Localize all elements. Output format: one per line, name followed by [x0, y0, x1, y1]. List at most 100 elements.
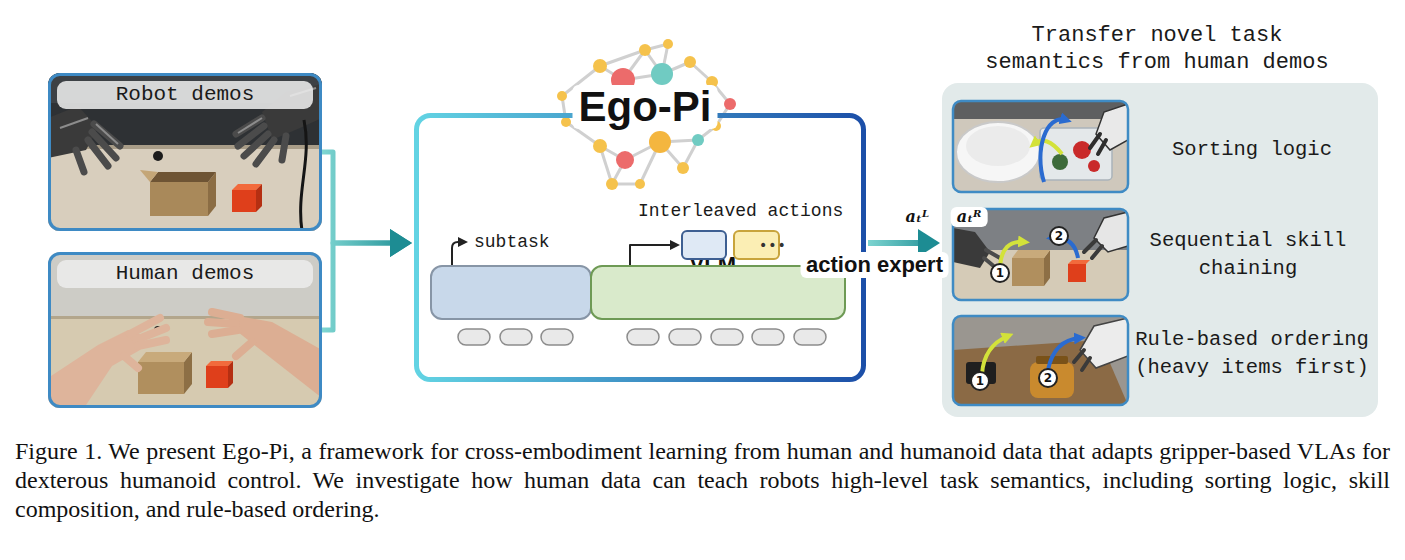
logo-network — [557, 39, 736, 190]
human-demo-photo — [228, 316, 322, 398]
logo-network — [562, 44, 730, 184]
sorting-photo — [1098, 140, 1106, 154]
arrow-label: subtask — [474, 231, 550, 253]
robot-demo-photo — [301, 120, 307, 231]
robot-demo-photo — [48, 73, 322, 231]
ordering-photo — [1048, 338, 1080, 370]
chaining-photo — [1068, 260, 1090, 264]
model-block: VLM — [430, 265, 592, 320]
ordering-photo — [1082, 358, 1090, 370]
chaining-photo — [953, 228, 990, 268]
human-demo-photo — [48, 252, 322, 408]
subtask-arrow — [452, 242, 462, 265]
model-block: action expert — [590, 265, 846, 320]
token-slots — [458, 329, 826, 345]
logo-network — [692, 134, 704, 146]
logo-network — [593, 59, 607, 73]
callout-number: 2 — [1049, 226, 1069, 246]
robot-demo-photo — [256, 184, 262, 212]
token-slots — [711, 329, 743, 345]
human-demo-photo — [124, 356, 138, 368]
chaining-photo — [1094, 212, 1128, 252]
flow-arrow — [322, 243, 398, 330]
task-label: Rule-based ordering (heavy items first) — [1127, 326, 1377, 382]
ordering-photo — [1030, 362, 1074, 398]
figure-caption: Figure 1. We present Ego-Pi, a framework… — [15, 437, 1390, 524]
human-demo-photo — [124, 318, 166, 368]
sorting-photo — [1096, 104, 1128, 150]
robot-demo-photo — [232, 190, 256, 212]
human-demo-photo — [236, 342, 252, 356]
panel-heading: Transfer novel task semantics from human… — [977, 22, 1337, 76]
logo-network — [616, 151, 634, 169]
photo-border — [953, 316, 1128, 405]
logo-network — [684, 56, 696, 68]
ordering-photo — [953, 316, 1128, 405]
chaining-photo — [1012, 258, 1044, 286]
sorting-photo — [1040, 119, 1066, 182]
robot-demo-photo — [140, 170, 158, 182]
callout-number: 1 — [970, 371, 990, 391]
action-token: aₜᴸ — [681, 230, 727, 260]
flow-arrow — [322, 152, 398, 243]
human-demo-photo — [208, 312, 252, 356]
logo-network — [677, 162, 689, 174]
chaining-photo — [1084, 240, 1102, 258]
human-demo-photo — [138, 352, 192, 362]
sorting-photo — [966, 126, 1030, 166]
sorting-photo — [1090, 134, 1100, 148]
sorting-photo — [1034, 141, 1062, 154]
ordering-photo — [1074, 350, 1084, 362]
ordering-photo — [982, 336, 1008, 374]
task-label: Rule-based ordering (heavy items first) — [1127, 326, 1377, 382]
human-demo-photo — [48, 252, 322, 408]
task-label: Sequential skill chaining — [1128, 227, 1368, 283]
ellipsis-mark: ••• — [759, 234, 787, 256]
photo-caption: Human demos — [57, 260, 313, 288]
robot-demo-photo — [153, 151, 163, 161]
ordering-photo — [953, 316, 1128, 405]
chaining-photo — [1092, 246, 1102, 258]
robot-demo-photo — [60, 118, 88, 128]
logo-network — [639, 44, 651, 56]
chaining-photo — [1012, 250, 1050, 258]
logo-network — [651, 63, 673, 85]
token-slots — [752, 329, 784, 345]
robot-demo-photo — [96, 124, 118, 144]
logo-network — [606, 178, 618, 190]
robot-demo-photo — [88, 140, 108, 166]
output-arrow — [630, 245, 674, 265]
task-label: Sequential skill chaining — [1128, 227, 1368, 283]
section-label: Interleaved actions — [638, 200, 843, 222]
human-demo-photo — [212, 330, 238, 334]
human-demo-photo — [206, 366, 228, 388]
robot-demo-photo — [238, 118, 262, 133]
callout-number: 2 — [1049, 226, 1069, 246]
task-label: Sorting logic — [1132, 136, 1372, 164]
token-slots — [541, 329, 573, 345]
ellipsis-mark: ••• — [759, 234, 787, 256]
logo-network — [593, 139, 607, 153]
human-demo-photo — [228, 361, 233, 388]
robot-demo-photo — [150, 182, 208, 216]
sorting-photo — [953, 101, 1128, 192]
logo-network — [649, 131, 671, 153]
logo-network — [557, 91, 567, 101]
framework-outline — [417, 116, 864, 380]
photo-border — [953, 101, 1128, 192]
demo-photo-frame: Human demos — [48, 252, 322, 408]
logo-network — [635, 179, 645, 189]
arrow-label: subtask — [474, 231, 550, 253]
human-demo-photo — [208, 322, 236, 324]
human-demo-photo — [48, 316, 322, 319]
framework-title: Ego-Pi — [573, 85, 718, 129]
callout-number: 2 — [1038, 368, 1058, 388]
robot-demo-photo — [236, 118, 286, 164]
human-demo-photo — [138, 340, 166, 346]
photo-caption: Robot demos — [57, 81, 313, 109]
robot-demo-photo — [76, 124, 120, 172]
chaining-photo — [986, 250, 1000, 258]
token-slots — [794, 329, 826, 345]
sorting-photo — [953, 101, 1128, 192]
